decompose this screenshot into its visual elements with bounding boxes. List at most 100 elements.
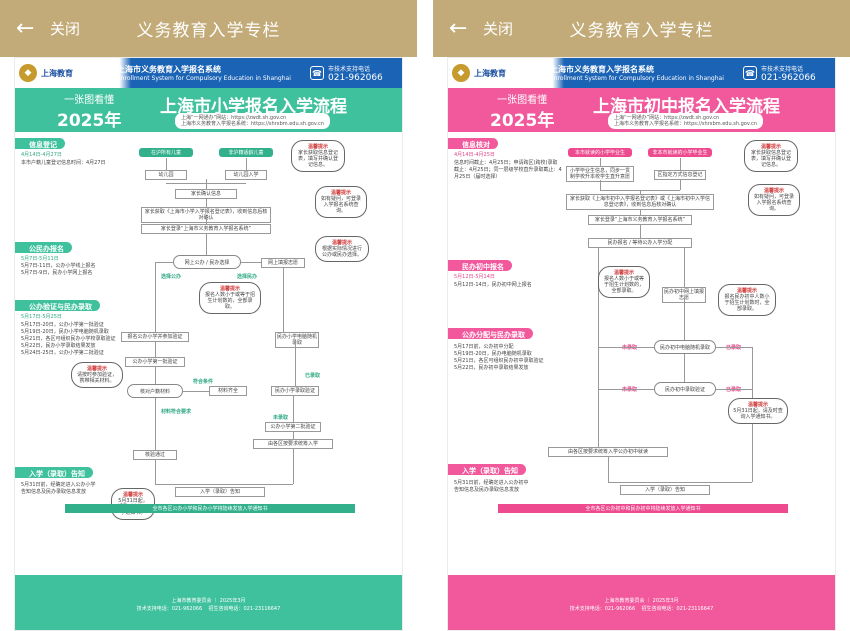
section-desc: 5月12日-14日，民办初中网上报名 xyxy=(454,282,532,288)
section-desc: 5月22日，民办初中录取结果发放 xyxy=(454,365,529,371)
footer-org: 上海市教育委员会 ｜ 2025年3月 xyxy=(604,598,679,604)
phone-icon: ☎ xyxy=(743,66,757,80)
logo-emblem-icon: ◆ xyxy=(19,64,37,82)
section-title-verification: 公办验证与民办录取 xyxy=(15,300,100,311)
flow-node: 幼儿园 xyxy=(145,170,187,180)
section-desc: 5月19日-20日，民办小学电脑随机录取 xyxy=(21,329,109,335)
hero-banner: 一张图看懂 2025年 上海市初中报名入学流程 上海“一网通办”网站：https… xyxy=(448,88,835,132)
branch-label: 选择民办 xyxy=(237,274,258,280)
branch-label: 未录取 xyxy=(273,415,289,421)
tip-text: 5月31日起，请及时查询入学通知书。 xyxy=(733,408,783,420)
section-desc: 告知信息及民办录取信息发放 xyxy=(21,489,87,495)
tip-text: 家长获取信息登记表，填写并确认登记信息。 xyxy=(750,150,791,168)
section-desc: 本市户籍儿童登记信息时间：4月27日 xyxy=(21,160,106,166)
section-desc: 信息时间截止：4月25日；申请跨区(跨校)录取截止：4月25日；同一层级学校直升… xyxy=(454,160,562,180)
flow-node: 家长获取《上海市初中入学报名登记表》或《上海市初中入学信息登记表》，收到信息后核… xyxy=(566,194,714,210)
section-title-private-registration: 民办初中报名 xyxy=(448,260,512,271)
flow-node: 在沪所有儿童 xyxy=(139,148,193,157)
tip-title: 温馨提示 xyxy=(307,144,328,150)
tip-text: 家长获取信息登记表，填写并确认登记信息。 xyxy=(297,150,338,168)
hero-year-block: 一张图看懂 2025年 xyxy=(57,91,121,131)
tip-text: 报名人数小于或等于招生计划数的，全部录取。 xyxy=(603,276,644,294)
hero-year: 2025年 xyxy=(490,111,555,131)
flow-node: 民办小学录取验证 xyxy=(271,386,319,396)
hero-urls: 上海“一网通办”网站：https://zwdt.sh.gov.cn 上海市义务教… xyxy=(175,113,330,129)
hotline: ☎ 市技术支持电话 021-962066 xyxy=(743,64,835,83)
hero-subtitle: 一张图看懂 xyxy=(497,95,548,106)
section-desc: 5月21日，各区可组织民办小学校录取验证 xyxy=(21,336,116,342)
logo-text: 上海教育 xyxy=(474,68,506,78)
branch-label: 选择公办 xyxy=(161,274,182,280)
section-date: 5月7日-5月11日 xyxy=(21,256,59,262)
close-button[interactable]: 关闭 xyxy=(50,20,81,38)
hero-title: 上海市初中报名入学流程 xyxy=(593,97,780,117)
branch-label: 符合条件 xyxy=(193,379,214,385)
system-name-cn: 上海市义务教育入学报名系统 xyxy=(117,65,221,74)
flow-node: 入学（录取）告知 xyxy=(620,485,710,495)
section-title-registration: 公民办报名 xyxy=(15,242,72,253)
system-name: 上海市义务教育入学报名系统 Enrollment System for Comp… xyxy=(540,64,743,82)
flow-body: 信息登记 4月14日-4月27日 本市户籍儿童登记信息时间：4月27日 在沪所有… xyxy=(15,132,402,577)
back-arrow-icon[interactable]: ← xyxy=(449,16,468,41)
tip-text: 如有疑问，可登录入学报名系统查询。 xyxy=(753,194,794,212)
tip-cloud: 温馨提示报名人数小于或等于招生计划数的，全部录取。 xyxy=(598,266,650,298)
footer-consult-phone: 招生咨询电话：021-23116647 xyxy=(208,606,281,612)
section-title-admission: 入学（录取）告知 xyxy=(448,464,526,475)
footer-contacts: 技术支持电话：021-962066 招生咨询电话：021-23116647 xyxy=(448,605,835,613)
hotline-number: 021-962066 xyxy=(761,72,816,83)
back-arrow-icon[interactable]: ← xyxy=(16,16,35,41)
section-title-info-check: 信息核对 xyxy=(448,138,498,149)
tip-text: 如有疑问，可登录入学报名系统查询。 xyxy=(320,196,361,214)
screen-left-primary-school: ← 关闭 义务教育入学专栏 ◆ 上海教育 上海市义务教育入学报名系统 Enrol… xyxy=(0,0,417,631)
flow-node: 非沪籍适龄儿童 xyxy=(219,148,273,157)
hotline: ☎ 市技术支持电话 021-962066 xyxy=(310,64,402,83)
flow-node: 民办报名 / 等待公办入学分配 xyxy=(588,238,692,248)
url-line[interactable]: 上海市义务教育入学报名系统：https://shrxbm.edu.sh.gov.… xyxy=(181,121,324,127)
flow-node: 幼儿园入学 xyxy=(225,170,267,180)
tip-text: 报名人数小于或等于招生计划数的，全部录取。 xyxy=(204,292,255,310)
logo-text: 上海教育 xyxy=(41,68,73,78)
tip-title: 温馨提示 xyxy=(613,270,634,276)
branch-label: 已录取 xyxy=(305,373,321,379)
url-line[interactable]: 上海市义务教育入学报名系统：https://shrxbm.edu.sh.gov.… xyxy=(614,121,757,127)
system-name-cn: 上海市义务教育入学报名系统 xyxy=(550,65,654,74)
tip-title: 温馨提示 xyxy=(219,286,240,292)
tip-text: 报名民办初中人数小于招生计划数时，全部录取。 xyxy=(724,294,770,312)
hotline-number: 021-962066 xyxy=(328,72,383,83)
system-name-en: Enrollment System for Compulsory Educati… xyxy=(117,75,291,82)
notice-banner: 全市各区公办初中和民办初中将陆续发放入学通知书 xyxy=(498,504,788,513)
brand-header: ◆ 上海教育 上海市义务教育入学报名系统 Enrollment System f… xyxy=(448,58,835,88)
poster-footer: 上海市教育委员会 ｜ 2025年3月 技术支持电话：021-962066 招生咨… xyxy=(15,575,402,630)
section-desc: 5月19日-20日，民办电脑随机录取 xyxy=(454,351,532,357)
tip-text: 请按时参加验证，携带相关材料。 xyxy=(76,372,117,384)
section-desc: 5月31日前，经确定进入公办初中 xyxy=(454,480,529,486)
hotline-label: 市技术支持电话 xyxy=(328,65,371,73)
section-title-admission: 入学（录取）告知 xyxy=(15,467,93,478)
flowchart-poster: ◆ 上海教育 上海市义务教育入学报名系统 Enrollment System f… xyxy=(447,57,836,631)
system-name-en: Enrollment System for Compulsory Educati… xyxy=(550,75,724,82)
branch-label: 材料符合要求 xyxy=(161,409,192,415)
decision-node: 民办初中录取验证 xyxy=(654,382,716,396)
footer-org: 上海市教育委员会 ｜ 2025年3月 xyxy=(171,598,246,604)
section-desc: 5月22日，民办小学录取结果发放 xyxy=(21,343,96,349)
decision-node: 网上公办 / 民办选择 xyxy=(173,255,241,269)
brand-header: ◆ 上海教育 上海市义务教育入学报名系统 Enrollment System f… xyxy=(15,58,402,88)
flow-node: 入学（录取）告知 xyxy=(175,487,265,497)
logo: ◆ 上海教育 xyxy=(448,64,540,82)
hotline-label: 市技术支持电话 xyxy=(761,65,804,73)
url-line[interactable]: 上海“一网通办”网站：https://zwdt.sh.gov.cn xyxy=(614,115,720,121)
flow-body: 信息核对 4月14日-4月25日 信息时间截止：4月25日；申请跨区(跨校)录取… xyxy=(448,132,835,577)
tip-title: 温馨提示 xyxy=(331,240,352,246)
tip-text: 根据实际情况进行公办或民办选择。 xyxy=(321,246,362,258)
close-button[interactable]: 关闭 xyxy=(483,20,514,38)
tip-title: 温馨提示 xyxy=(122,492,143,498)
top-bar: ← 关闭 义务教育入学专栏 xyxy=(0,0,417,57)
tip-cloud: 温馨提示根据实际情况进行公办或民办选择。 xyxy=(315,236,369,262)
section-date: 4月14日-4月25日 xyxy=(454,152,495,158)
url-line[interactable]: 上海“一网通办”网站：https://zwdt.sh.gov.cn xyxy=(181,115,287,121)
branch-label: 已录取 xyxy=(726,345,742,351)
tip-title: 温馨提示 xyxy=(736,288,757,294)
decision-node: 民办初中电脑随机录取 xyxy=(654,340,716,354)
section-title-allocation: 公办分配与民办录取 xyxy=(448,328,533,339)
